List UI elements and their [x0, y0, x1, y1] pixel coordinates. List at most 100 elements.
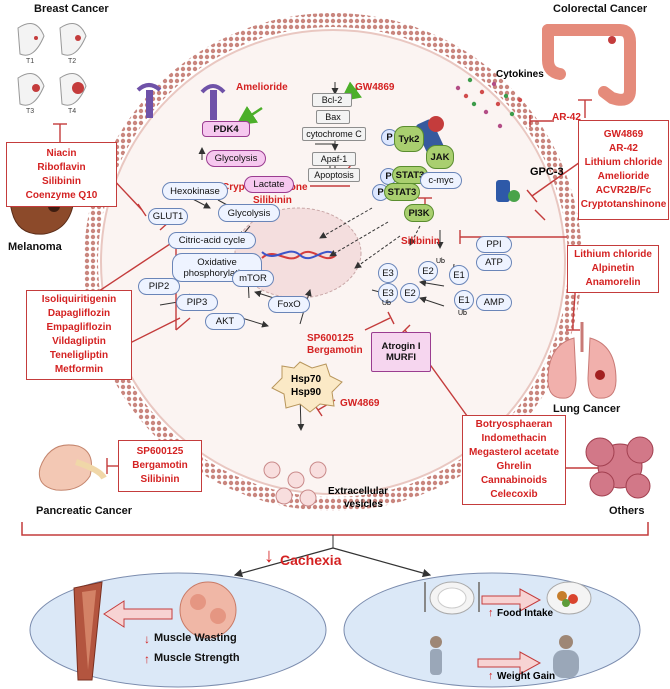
- ar42-label: AR-42: [552, 112, 581, 123]
- drug-item: AR-42: [609, 143, 638, 154]
- drug-item: Niacin: [46, 147, 77, 159]
- drug-item: Botryosphaeran: [475, 419, 553, 430]
- glycolysis-top-node: Glycolysis: [206, 150, 266, 167]
- drug-item: Vildagliptin: [52, 336, 106, 347]
- drug-item: Silibinin: [140, 474, 180, 485]
- stage-t4: T4: [68, 108, 77, 115]
- ub-label-a: Ub: [436, 258, 445, 265]
- lung-drug-box: Lithium chloride Alpinetin Anamorelin: [567, 245, 659, 293]
- drug-item: Teneligliptin: [49, 350, 109, 361]
- food-intake-arrow: ↑: [488, 607, 494, 619]
- drug-item: Lithium chloride: [574, 249, 652, 260]
- stage-t3: T3: [26, 108, 35, 115]
- pdk4-node: PDK4: [202, 121, 250, 137]
- glycolysis-node: Glycolysis: [218, 204, 280, 222]
- gw4869-bottom-label: GW4869: [340, 398, 380, 409]
- atp-node: ATP: [476, 254, 512, 271]
- others-label: Others: [609, 505, 645, 517]
- pancreatic-drug-box: SP600125 Bergamotin Silibinin: [118, 440, 202, 492]
- drug-item: Megasterol acetate: [468, 447, 560, 458]
- drug-item: Metformin: [54, 364, 104, 375]
- drug-item: Alpinetin: [591, 263, 635, 274]
- melanoma-label: Melanoma: [8, 241, 62, 253]
- apoptosis-node: Apoptosis: [308, 168, 360, 182]
- e1-node: E1: [449, 265, 469, 285]
- cytochrome-c-node: cytochrome C: [302, 127, 366, 141]
- tyk2-node: Tyk2: [394, 126, 424, 152]
- drug-item: Indomethacin: [481, 433, 547, 444]
- weight-gain-label: Weight Gain: [497, 671, 556, 682]
- muscle-strength-label: Muscle Strength: [154, 652, 240, 664]
- ppi-node: PPI: [476, 236, 512, 253]
- e3-node-b: E3: [378, 283, 398, 303]
- oxphos-line1: Oxidative: [197, 256, 237, 268]
- e2-node: E2: [418, 261, 438, 281]
- food-intake-label: Food Intake: [497, 608, 554, 619]
- foxo-node: FoxO: [268, 296, 310, 313]
- drug-item: Anamorelin: [585, 277, 641, 288]
- hexokinase-node: Hexokinase: [162, 182, 228, 200]
- e1-node-b: E1: [454, 290, 474, 310]
- cachexia-label: Cachexia: [280, 552, 342, 568]
- drug-item: Coenzyme Q10: [25, 189, 98, 201]
- citric-acid-node: Citric-acid cycle: [168, 232, 256, 249]
- akt-node: AKT: [205, 313, 245, 330]
- vesicles-label: vesicles: [344, 499, 383, 510]
- melanoma-drug-box: Isoliquiritigenin Dapagliflozin Empaglif…: [26, 290, 132, 380]
- muscle-strength-arrow: ↑: [144, 652, 150, 666]
- drug-item: Cryptotanshinone: [580, 199, 667, 210]
- gw4869-top-label: GW4869: [355, 82, 395, 93]
- cmyc-node: c-myc: [420, 172, 462, 189]
- amp-node: AMP: [476, 294, 512, 311]
- drug-item: GW4869: [603, 129, 644, 140]
- cytokines-label: Cytokines: [496, 69, 544, 80]
- bergamotin-inline-label: Bergamotin: [307, 345, 363, 356]
- muscle-panel: [29, 572, 327, 688]
- pancreatic-cancer-label: Pancreatic Cancer: [36, 505, 132, 517]
- drug-item: Riboflavin: [37, 161, 86, 173]
- stage-t2: T2: [68, 58, 77, 65]
- atrogin-murf-box: Atrogin I MURFI: [371, 332, 431, 372]
- oxphos-line2: phosphorylation: [183, 267, 251, 279]
- pip2-node: PIP2: [138, 278, 180, 295]
- extracellular-label: Extracellular: [328, 486, 389, 497]
- stage-t1: T1: [26, 58, 35, 65]
- gpc3-label: GPC-3: [530, 166, 564, 178]
- hsp90-label: Hsp90: [291, 387, 322, 398]
- apaf1-node: Apaf-1: [312, 152, 356, 166]
- bax-node: Bax: [316, 110, 350, 124]
- drug-item: Bergamotin: [132, 460, 188, 471]
- pip3-node: PIP3: [176, 294, 218, 311]
- drug-item: Empagliflozin: [46, 322, 112, 333]
- drug-item: Amelioride: [597, 171, 650, 182]
- colorectal-cancer-label: Colorectal Cancer: [553, 3, 648, 15]
- hsp70-label: Hsp70: [291, 374, 322, 385]
- lung-cancer-label: Lung Cancer: [553, 403, 621, 415]
- bcl2-node: Bcl-2: [312, 93, 352, 107]
- e3-node-a: E3: [378, 263, 398, 283]
- others-drug-box: Botryosphaeran Indomethacin Megasterol a…: [462, 415, 566, 505]
- muscle-wasting-arrow: ↓: [144, 632, 150, 646]
- silibinin-right-label: Silibinin: [401, 236, 440, 247]
- breast-cancer-label: Breast Cancer: [34, 3, 109, 15]
- drug-item: ACVR2B/Fc: [595, 185, 652, 196]
- amelioride-label: Amelioride: [236, 82, 288, 93]
- murf-label: MURFI: [385, 352, 417, 363]
- drug-item: Cannabinoids: [480, 475, 548, 486]
- ub-label-b: Ub: [382, 300, 391, 307]
- drug-item: Celecoxib: [490, 489, 538, 500]
- sp600125-inline-label: SP600125: [307, 333, 354, 344]
- e2-node-b: E2: [400, 283, 420, 303]
- cachexia-down-arrow: ↓: [264, 545, 274, 567]
- atrogin-label: Atrogin I: [381, 341, 421, 352]
- drug-item: Lithium chloride: [584, 157, 663, 168]
- drug-item: Ghrelin: [496, 461, 532, 472]
- glut1-node: GLUT1: [148, 208, 188, 225]
- stat3-node-b: STAT3: [384, 183, 420, 201]
- muscle-wasting-label: Muscle Wasting: [154, 632, 237, 644]
- pi3k-node: PI3K: [404, 204, 434, 222]
- drug-item: SP600125: [136, 446, 184, 457]
- ub-label-c: Ub: [458, 310, 467, 317]
- silibinin-center-label: Silibinin: [253, 195, 292, 206]
